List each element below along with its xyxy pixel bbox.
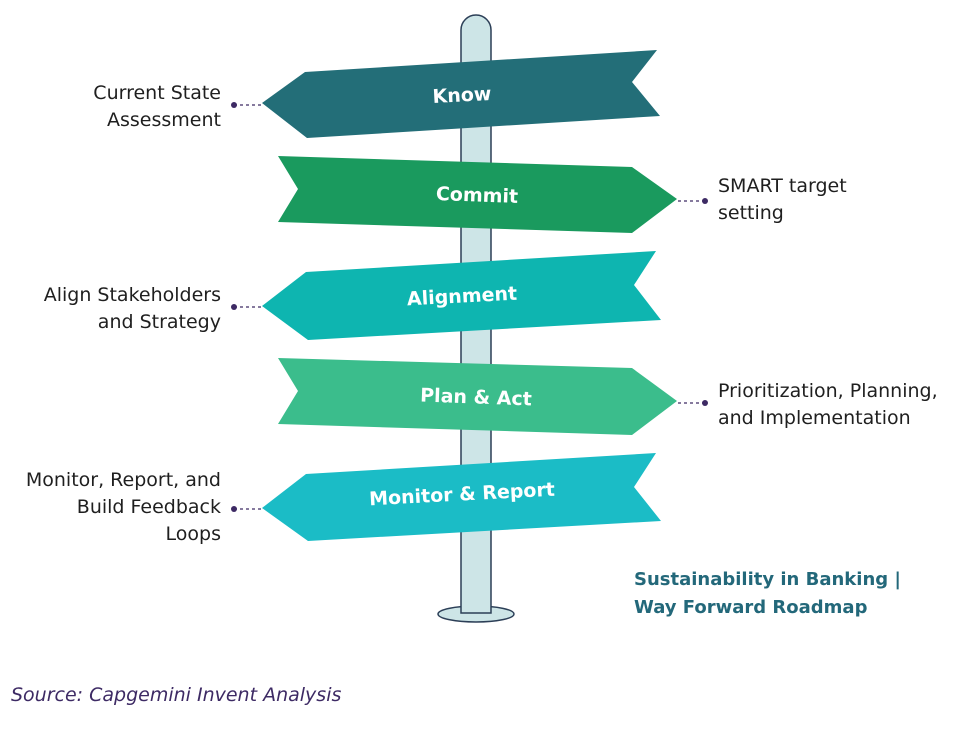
connector-dot-know: [231, 102, 237, 108]
sign-plan-act: [278, 358, 677, 435]
diagram-caption: Sustainability in Banking | Way Forward …: [634, 569, 901, 618]
note-prioritization-planning: Prioritization, Planning, and Implementa…: [718, 380, 938, 429]
sign-alignment: [262, 251, 661, 340]
note-monitor-report-feedback: Monitor, Report, and Build Feedback Loop…: [25, 469, 221, 545]
sign-commit: [278, 156, 677, 233]
connector-dot-commit: [702, 198, 708, 204]
note-smart-target-setting: SMART target setting: [718, 175, 847, 224]
sign-label-plan-act: Plan & Act: [420, 385, 532, 411]
source-note: Source: Capgemini Invent Analysis: [11, 684, 342, 706]
connector-dot-alignment: [231, 304, 237, 310]
connector-dot-monitor-report: [231, 506, 237, 512]
connector-dot-plan-act: [702, 400, 708, 406]
note-align-stakeholders: Align Stakeholders and Strategy: [43, 284, 221, 333]
sign-know: [262, 50, 660, 138]
note-current-state-assessment: Current State Assessment: [93, 82, 221, 131]
sign-label-know: Know: [432, 83, 492, 108]
sign-label-commit: Commit: [436, 183, 519, 208]
sign-monitor-report: [262, 453, 661, 541]
